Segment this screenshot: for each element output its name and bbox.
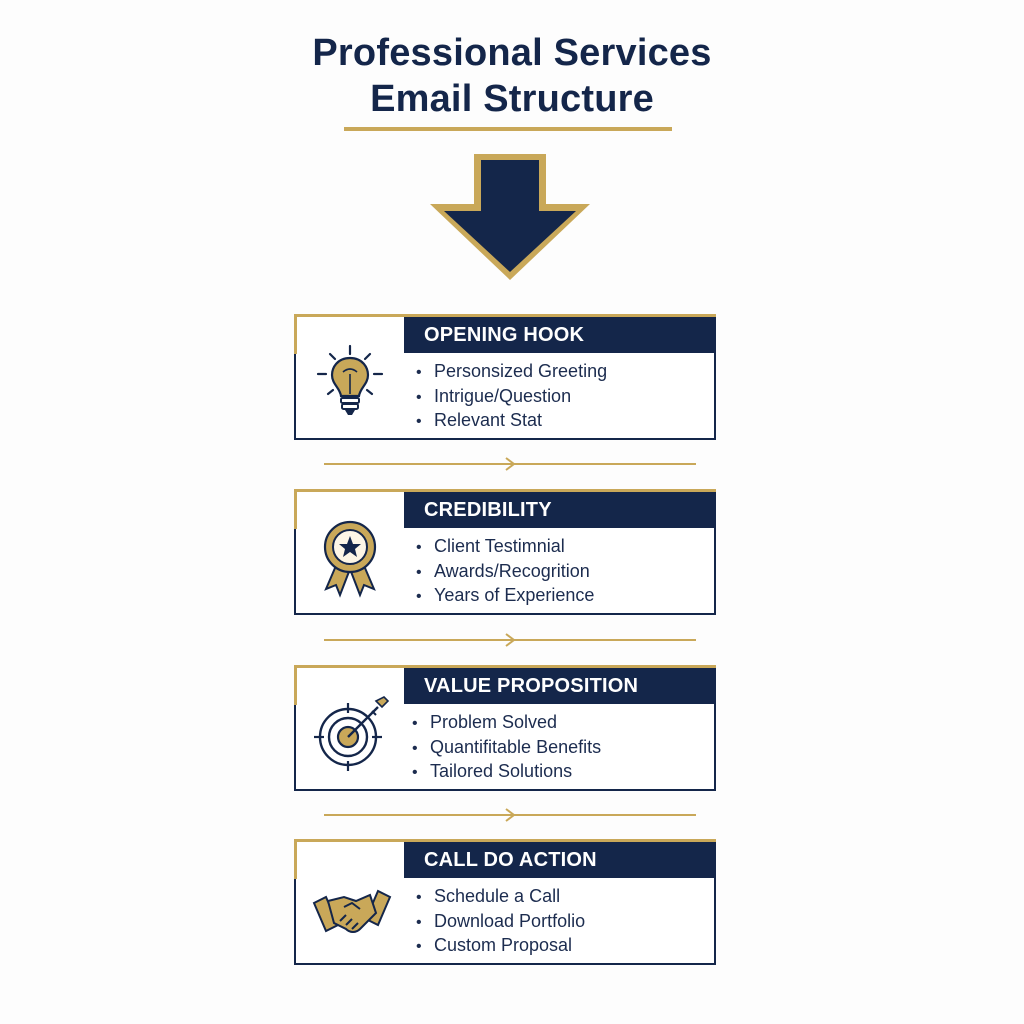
page-title: Professional Services Email Structure <box>0 30 1024 122</box>
list-item: •Schedule a Call <box>416 886 561 906</box>
section-card-opening-hook: OPENING HOOK •Personsized Greeting •Intr… <box>294 314 716 440</box>
section-list: •Client Testimnial •Awards/Recogrition •… <box>416 535 594 609</box>
connector-arrow-icon <box>324 633 696 647</box>
list-item: •Problem Solved <box>412 712 558 732</box>
target-icon <box>314 696 390 771</box>
section-list: •Personsized Greeting •Intrigue/Question… <box>416 360 607 434</box>
section-list: •Problem Solved •Quantifitable Benefits … <box>412 711 601 785</box>
title-line-1: Professional Services <box>312 32 712 74</box>
title-line-2: Email Structure <box>370 78 654 120</box>
connector-arrow-icon <box>324 457 696 471</box>
section-heading: OPENING HOOK <box>404 317 714 353</box>
handshake-icon <box>312 889 392 933</box>
section-card-value-proposition: VALUE PROPOSITION •Problem Solved •Quant… <box>294 665 716 791</box>
lightbulb-icon <box>316 344 384 415</box>
list-item: •Download Portfolio <box>416 910 586 931</box>
list-item: •Awards/Recogrition <box>416 560 590 581</box>
section-heading: CREDIBILITY <box>404 492 714 528</box>
connector-arrow-icon <box>324 808 696 822</box>
list-item: •Quantifitable Benefits <box>412 736 602 757</box>
down-arrow-icon <box>430 154 590 280</box>
title-underline <box>344 127 672 131</box>
list-item: •Client Testimnial <box>416 536 565 556</box>
award-ribbon-icon <box>323 520 377 598</box>
section-list: •Schedule a Call •Download Portfolio •Cu… <box>416 885 585 959</box>
list-item: •Intrigue/Question <box>416 385 572 406</box>
section-card-credibility: CREDIBILITY •Client Testimnial •Awards/R… <box>294 489 716 615</box>
section-heading: VALUE PROPOSITION <box>404 668 714 704</box>
section-card-call-to-action: CALL DO ACTION •Schedule a Call •Downloa… <box>294 839 716 965</box>
list-item: •Tailored Solutions <box>412 761 573 781</box>
list-item: •Personsized Greeting <box>416 361 608 381</box>
list-item: •Years of Experience <box>416 585 595 605</box>
section-heading: CALL DO ACTION <box>404 842 714 878</box>
list-item: •Custom Proposal <box>416 935 573 955</box>
list-item: •Relevant Stat <box>416 410 543 430</box>
